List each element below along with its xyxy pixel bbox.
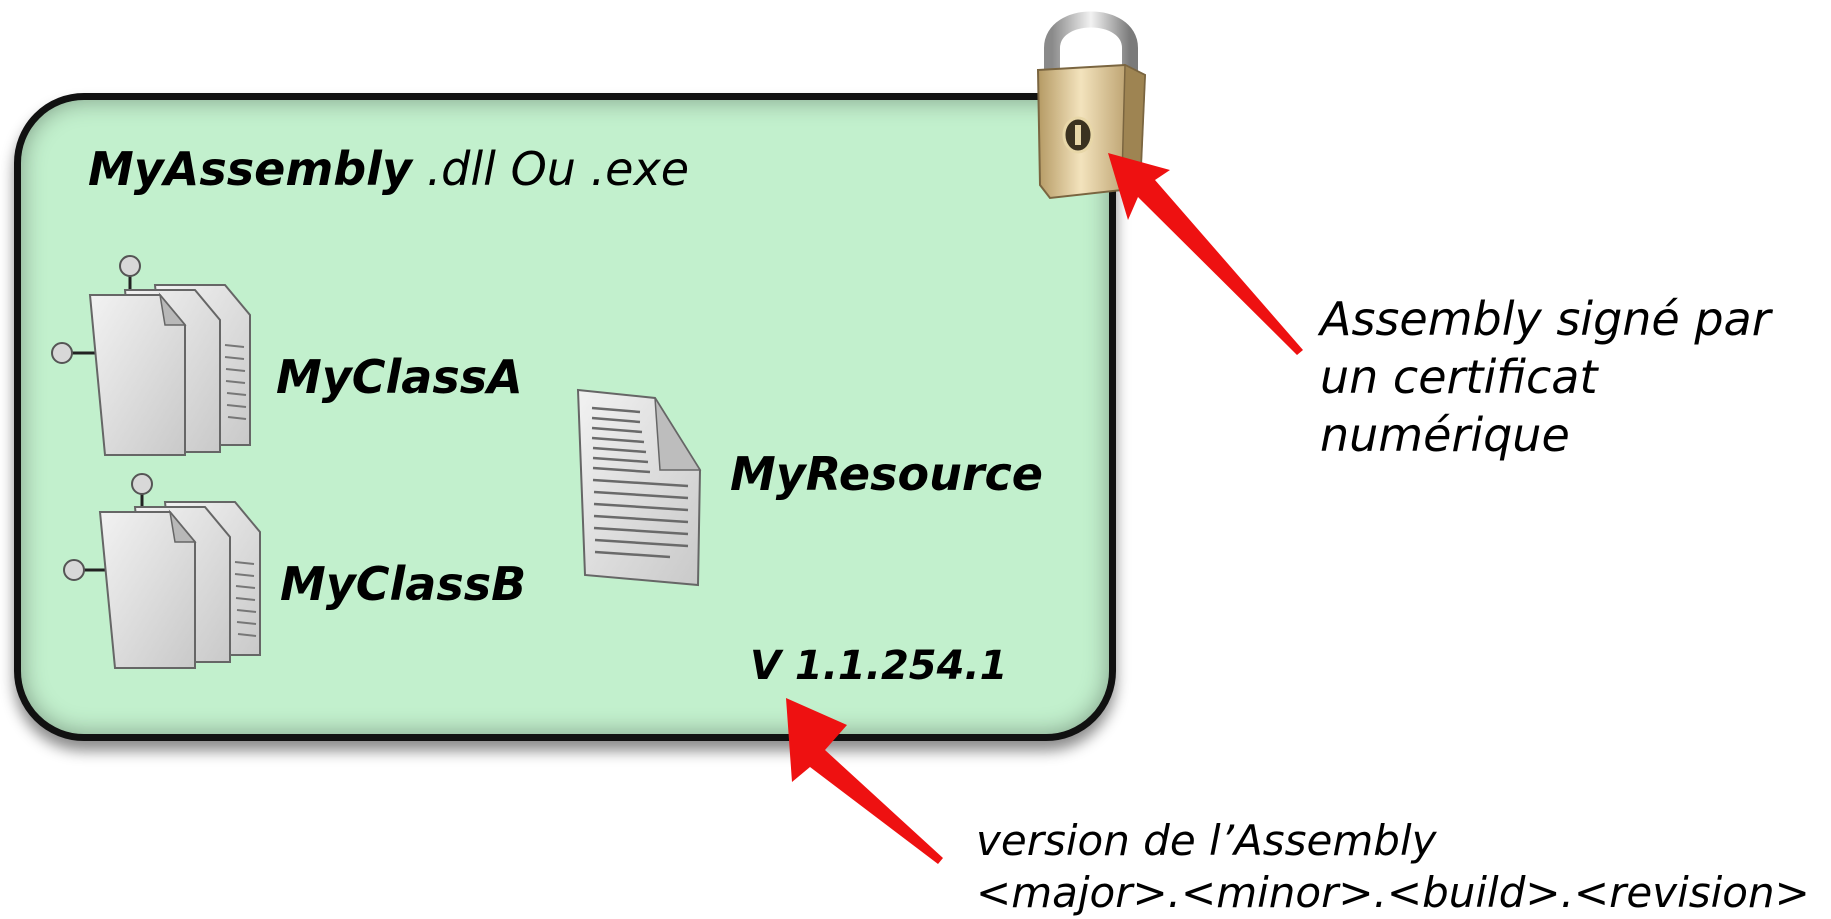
class-a-icon [51, 255, 251, 456]
class-a-label: MyClassA [276, 350, 523, 404]
arrow-icon [786, 698, 943, 864]
class-b-icon [63, 473, 261, 669]
signed-annotation-line-2: un certificat [1320, 350, 1598, 404]
class-b-label: MyClassB [280, 557, 527, 611]
assembly-title: MyAssembly .dll Ou .exe [88, 142, 689, 196]
version-annotation-line-1: version de l’Assembly [976, 816, 1437, 865]
assembly-extension: .dll Ou .exe [426, 142, 689, 196]
signed-annotation-line-3: numérique [1320, 408, 1570, 462]
version-label: V 1.1.254.1 [750, 643, 1008, 689]
signed-annotation: Assembly signé par un certificat numériq… [1320, 290, 1771, 464]
resource-document-icon [576, 388, 702, 587]
assembly-name: MyAssembly [88, 142, 412, 196]
version-annotation: version de l’Assembly <major>.<minor>.<b… [976, 815, 1810, 919]
signed-annotation-line-1: Assembly signé par [1320, 292, 1771, 346]
version-annotation-line-2: <major>.<minor>.<build>.<revision> [976, 868, 1810, 917]
resource-label: MyResource [730, 447, 1043, 501]
arrow-icon [1108, 153, 1303, 355]
